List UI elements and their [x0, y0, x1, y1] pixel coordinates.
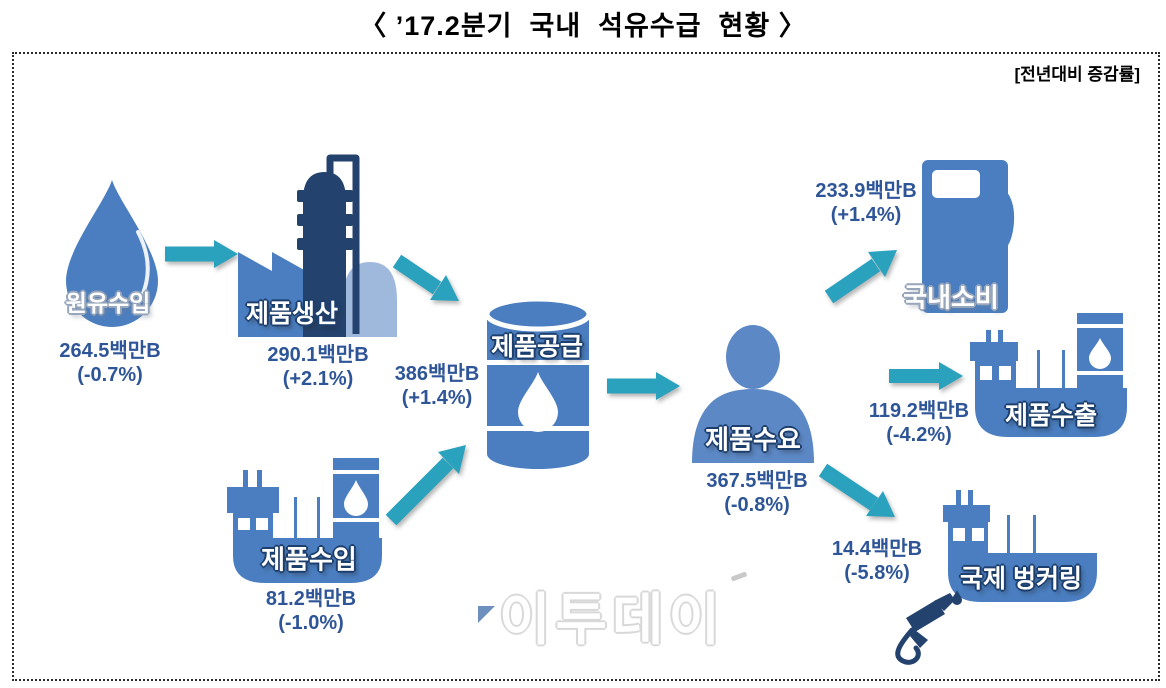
value-amount: 386백만B [394, 363, 480, 385]
factory-icon [238, 154, 397, 337]
value-product-export: 119.2백만B (-4.2%) [869, 400, 969, 447]
arrow-production-to-supply-icon [392, 254, 459, 301]
value-production: 290.1백만B (+2.1%) [267, 344, 368, 391]
arrow-supply-to-demand-icon [607, 372, 680, 400]
arrow-demand-to-consumption-icon [824, 250, 897, 304]
arrow-crude-to-production-icon [165, 240, 238, 268]
bunkering-ship-icon [943, 490, 1097, 602]
fuel-nozzle-icon [895, 590, 962, 665]
label-supply: 제품공급 [490, 333, 584, 361]
value-change: (+1.4%) [401, 386, 473, 409]
arrow-demand-to-export-icon [889, 362, 963, 390]
value-amount: 367.5백만B [706, 470, 808, 492]
value-amount: 264.5백만B [59, 340, 161, 362]
label-domestic-consumption: 국내소비 [903, 282, 999, 313]
oil-barrel-icon [484, 296, 592, 469]
label-crude-import: 원유수입 [65, 290, 151, 316]
value-amount: 14.4백만B [831, 538, 923, 560]
label-bunkering: 국제 벙커링 [960, 565, 1082, 593]
value-domestic-consumption: 233.9백만B (+1.4%) [815, 180, 916, 227]
page-title: 〈 ’17.2분기 국내 석유수급 현황 〉 [359, 11, 807, 41]
value-supply: 386백만B (+1.4%) [395, 363, 480, 410]
arrow-demand-to-bunkering-icon [818, 463, 895, 517]
value-change: (-0.8%) [724, 493, 790, 516]
value-change: (-0.7%) [77, 363, 143, 386]
value-amount: 81.2백만B [265, 588, 357, 610]
label-product-import: 제품수입 [261, 544, 357, 575]
value-amount: 290.1백만B [267, 344, 369, 366]
value-bunkering: 14.4백만B (-5.8%) [832, 538, 922, 585]
watermark: 이투데이 [478, 592, 725, 648]
cargo-ship-export-icon [970, 313, 1127, 437]
oil-drop-icon [66, 180, 158, 327]
diagram-frame [12, 52, 1160, 681]
value-change: (-4.2%) [886, 423, 952, 446]
watermark-text: 이투데이 [499, 588, 726, 651]
label-product-export: 제품수출 [1004, 402, 1098, 430]
value-demand: 367.5백만B (-0.8%) [706, 470, 807, 517]
value-change: (+2.1%) [282, 367, 354, 390]
value-change: (-5.8%) [844, 561, 910, 584]
arrow-import-to-supply-icon [385, 445, 466, 526]
flow-arrows [165, 240, 963, 526]
label-production: 제품생산 [245, 300, 339, 328]
value-crude-import: 264.5백만B (-0.7%) [59, 340, 160, 387]
value-amount: 119.2백만B [868, 400, 970, 422]
drop-glyph [518, 372, 558, 432]
person-icon [692, 325, 814, 463]
value-change: (-1.0%) [278, 611, 344, 634]
cargo-ship-import-icon [227, 458, 382, 583]
value-change: (+1.4%) [830, 203, 902, 226]
fuel-pump-icon [922, 160, 1015, 313]
label-demand: 제품수요 [705, 424, 801, 455]
value-amount: 233.9백만B [815, 180, 917, 202]
watermark-logo-triangle-icon [478, 606, 495, 623]
legend-note: [전년대비 증감률] [1014, 65, 1140, 84]
value-product-import: 81.2백만B (-1.0%) [266, 588, 356, 635]
